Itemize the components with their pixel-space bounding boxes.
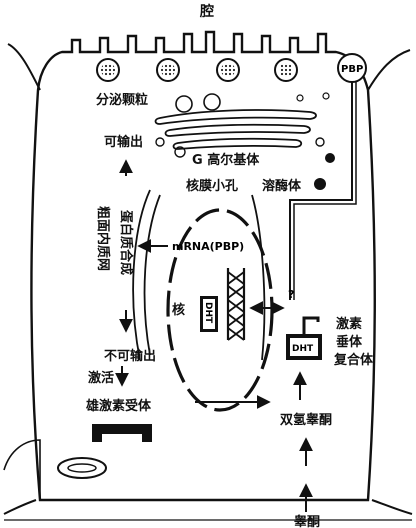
basal-vesicle bbox=[57, 457, 107, 479]
rough-er bbox=[132, 189, 266, 361]
vesicles bbox=[155, 92, 330, 158]
secretory-granules bbox=[96, 58, 298, 82]
label-nucleus: 核 bbox=[172, 302, 185, 318]
label-secretory-granules: 分泌颗粒 bbox=[96, 92, 148, 108]
label-activation: 激活 bbox=[88, 370, 114, 386]
label-nuclear-pore: 核膜小孔 bbox=[186, 178, 238, 194]
pbp-secretion bbox=[289, 53, 367, 300]
chromatin bbox=[200, 268, 246, 341]
label-complex: 复合体 bbox=[333, 352, 374, 368]
label-golgi: G 高尔基体 bbox=[192, 152, 260, 168]
label-dht-nucleus: DHT bbox=[203, 302, 213, 324]
arrows bbox=[115, 159, 313, 512]
cell-membrane bbox=[3, 30, 413, 521]
label-dihydrotestosterone: 双氢睾酮 bbox=[280, 412, 332, 428]
label-androgen-receptor: 雄激素受体 bbox=[85, 398, 152, 414]
label-mrna: mRNA(PBP) bbox=[172, 240, 244, 253]
label-lysosome: 溶酶体 bbox=[262, 178, 302, 194]
label-testosterone: 睾酮 bbox=[294, 514, 320, 528]
label-protein-synthesis: 蛋白质合成 bbox=[118, 210, 134, 275]
label-lumen: 腔 bbox=[199, 3, 214, 20]
label-hormone: 激素 bbox=[336, 316, 362, 332]
label-non-exportable: 不可输出 bbox=[104, 348, 156, 364]
label-pbp: PBP bbox=[341, 64, 363, 75]
label-exportable: 可输出 bbox=[104, 134, 143, 150]
label-pituitary: 垂体 bbox=[336, 334, 363, 350]
label-dht-complex: DHT bbox=[292, 344, 314, 354]
label-question: ? bbox=[288, 288, 294, 301]
dht-receptor-complex bbox=[286, 316, 322, 360]
lysosomes bbox=[314, 153, 335, 190]
label-rough-er: 粗面内质网 bbox=[95, 206, 111, 271]
androgen-receptor-shape bbox=[92, 424, 152, 442]
golgi-apparatus bbox=[154, 109, 317, 150]
